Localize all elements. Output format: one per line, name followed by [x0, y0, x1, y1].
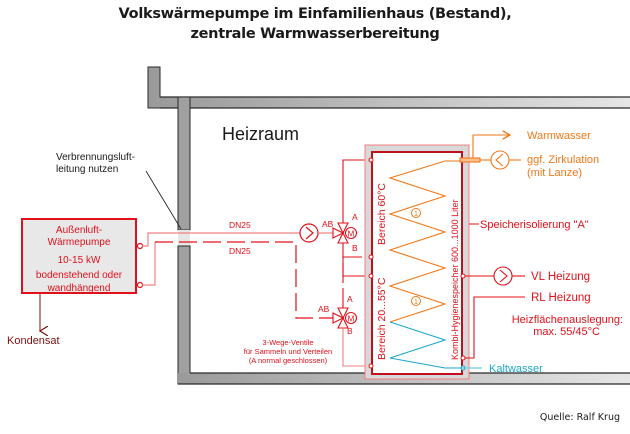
upper-valve-motor: M	[348, 230, 355, 239]
title-line-2: zentrale Warmwasserbereitung	[190, 26, 440, 42]
circulation-label-1: ggf. Zirkulation	[527, 154, 599, 166]
pipe-return-label: DN25	[229, 246, 251, 256]
wall-top-fill	[160, 97, 630, 108]
lower-valve-port-a: A	[347, 294, 353, 304]
insulation-label: Speicherisolierung "A"	[480, 219, 589, 231]
coil-marker-lower: 1	[411, 296, 421, 306]
circulation-label-2: (mit Lanze)	[527, 167, 582, 179]
supply-line	[136, 232, 300, 250]
room-label: Heizraum	[222, 124, 299, 144]
combustion-air-label-1: Verbrennungsluft-	[56, 152, 135, 163]
source-credit: Quelle: Ralf Krug	[539, 412, 620, 423]
tank-body	[371, 151, 463, 375]
lower-valve-piping	[342, 256, 370, 367]
combi-storage-tank[interactable]	[364, 144, 470, 380]
pipe-supply-label: DN25	[229, 220, 251, 230]
heat-pump-line-4: bodenstehend oder	[36, 270, 123, 281]
lower-valve-port-ab: AB	[318, 304, 330, 314]
wall-left-upper	[177, 96, 191, 231]
coil-marker-upper: 1	[411, 208, 421, 218]
return-heating-piping	[465, 296, 525, 359]
lower-valve-port-b: B	[347, 326, 353, 336]
tank-name: Kombi-Hygienespeicher 600...1000 Liter	[450, 199, 460, 360]
heat-pump-line-5: wandhängend	[47, 283, 111, 294]
upper-three-way-valve[interactable]: M	[332, 222, 358, 244]
hot-water-piping	[459, 135, 521, 170]
upper-valve-port-b: B	[352, 243, 358, 253]
svg-text:1: 1	[414, 299, 418, 306]
supply-pump-icon	[299, 223, 333, 243]
hot-water-coil	[388, 160, 470, 323]
valves-note-2: für Sammeln und Verteilen	[244, 347, 332, 356]
flow-heating-label: VL Heizung	[531, 271, 590, 283]
upper-valve-port-ab: AB	[322, 219, 334, 229]
cold-water-label: Kaltwasser	[489, 363, 543, 375]
return-line	[136, 241, 333, 319]
tank-zone-top: Bereich 60°C	[376, 183, 388, 245]
wall-left-lower	[177, 245, 191, 385]
valves-note-3: (A normal geschlossen)	[249, 356, 328, 365]
heat-pump-unit[interactable]: Außenluft- Wärmepumpe 10-15 kW bodensteh…	[21, 218, 137, 294]
valves-note-1: 3-Wege-Ventile	[262, 338, 313, 347]
tank-zone-bottom: Bereich 20...55°C	[376, 277, 388, 360]
heat-pump-line-3: 10-15 kW	[58, 255, 101, 266]
upper-valve-port-a: A	[352, 212, 358, 222]
diagram-title: Volkswärmepumpe im Einfamilienhaus (Best…	[0, 4, 630, 44]
lower-three-way-valve[interactable]: M	[332, 307, 358, 329]
title-line-1: Volkswärmepumpe im Einfamilienhaus (Best…	[118, 6, 512, 22]
lower-valve-motor: M	[348, 315, 355, 324]
heat-pump-line-2: Wärmepumpe	[48, 237, 111, 248]
heating-design-label-1: Heizflächenauslegung:	[512, 314, 623, 326]
heating-design-label-2: max. 55/45°C	[533, 326, 600, 338]
combustion-air-label-2: leitung nutzen	[56, 164, 118, 175]
condensate-label: Kondensat	[7, 335, 60, 347]
heat-pump-line-1: Außenluft-	[56, 225, 102, 236]
combustion-air-leader	[145, 170, 182, 230]
cold-water-coil	[389, 321, 470, 369]
svg-text:1: 1	[414, 211, 418, 218]
flow-heating-piping	[465, 266, 525, 286]
return-heating-label: RL Heizung	[531, 292, 591, 304]
hot-water-label: Warmwasser	[527, 130, 591, 142]
